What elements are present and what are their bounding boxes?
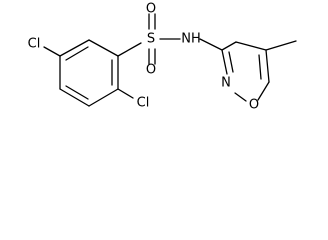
- methyl-bond: [265, 40, 297, 51]
- molecule-structure: Cl Cl S O O N­H N O: [28, 2, 297, 113]
- amine-nh-label: N­H: [181, 32, 201, 47]
- chlorine-bottom-label: Cl: [137, 96, 150, 111]
- benzene-ring: [59, 39, 119, 107]
- bond-ring-to-cl-bottom: [117, 88, 134, 99]
- sulfonyl-group: [148, 13, 181, 65]
- sulfonyl-oxygen-top-label: O: [146, 2, 156, 17]
- bond-ring-to-sulfur: [117, 42, 142, 57]
- ring-oxygen-label: O: [249, 98, 259, 113]
- chlorine-left-label: Cl: [28, 37, 41, 52]
- bond-nh-to-ring: [199, 38, 223, 51]
- sulfonyl-oxygen-bottom-label: O: [146, 63, 156, 78]
- bond-ring-to-cl-left: [43, 46, 61, 57]
- ring-nitrogen-label: N: [221, 76, 231, 91]
- isoxazole-ring: [221, 41, 270, 102]
- sulfur-label: S: [147, 32, 155, 47]
